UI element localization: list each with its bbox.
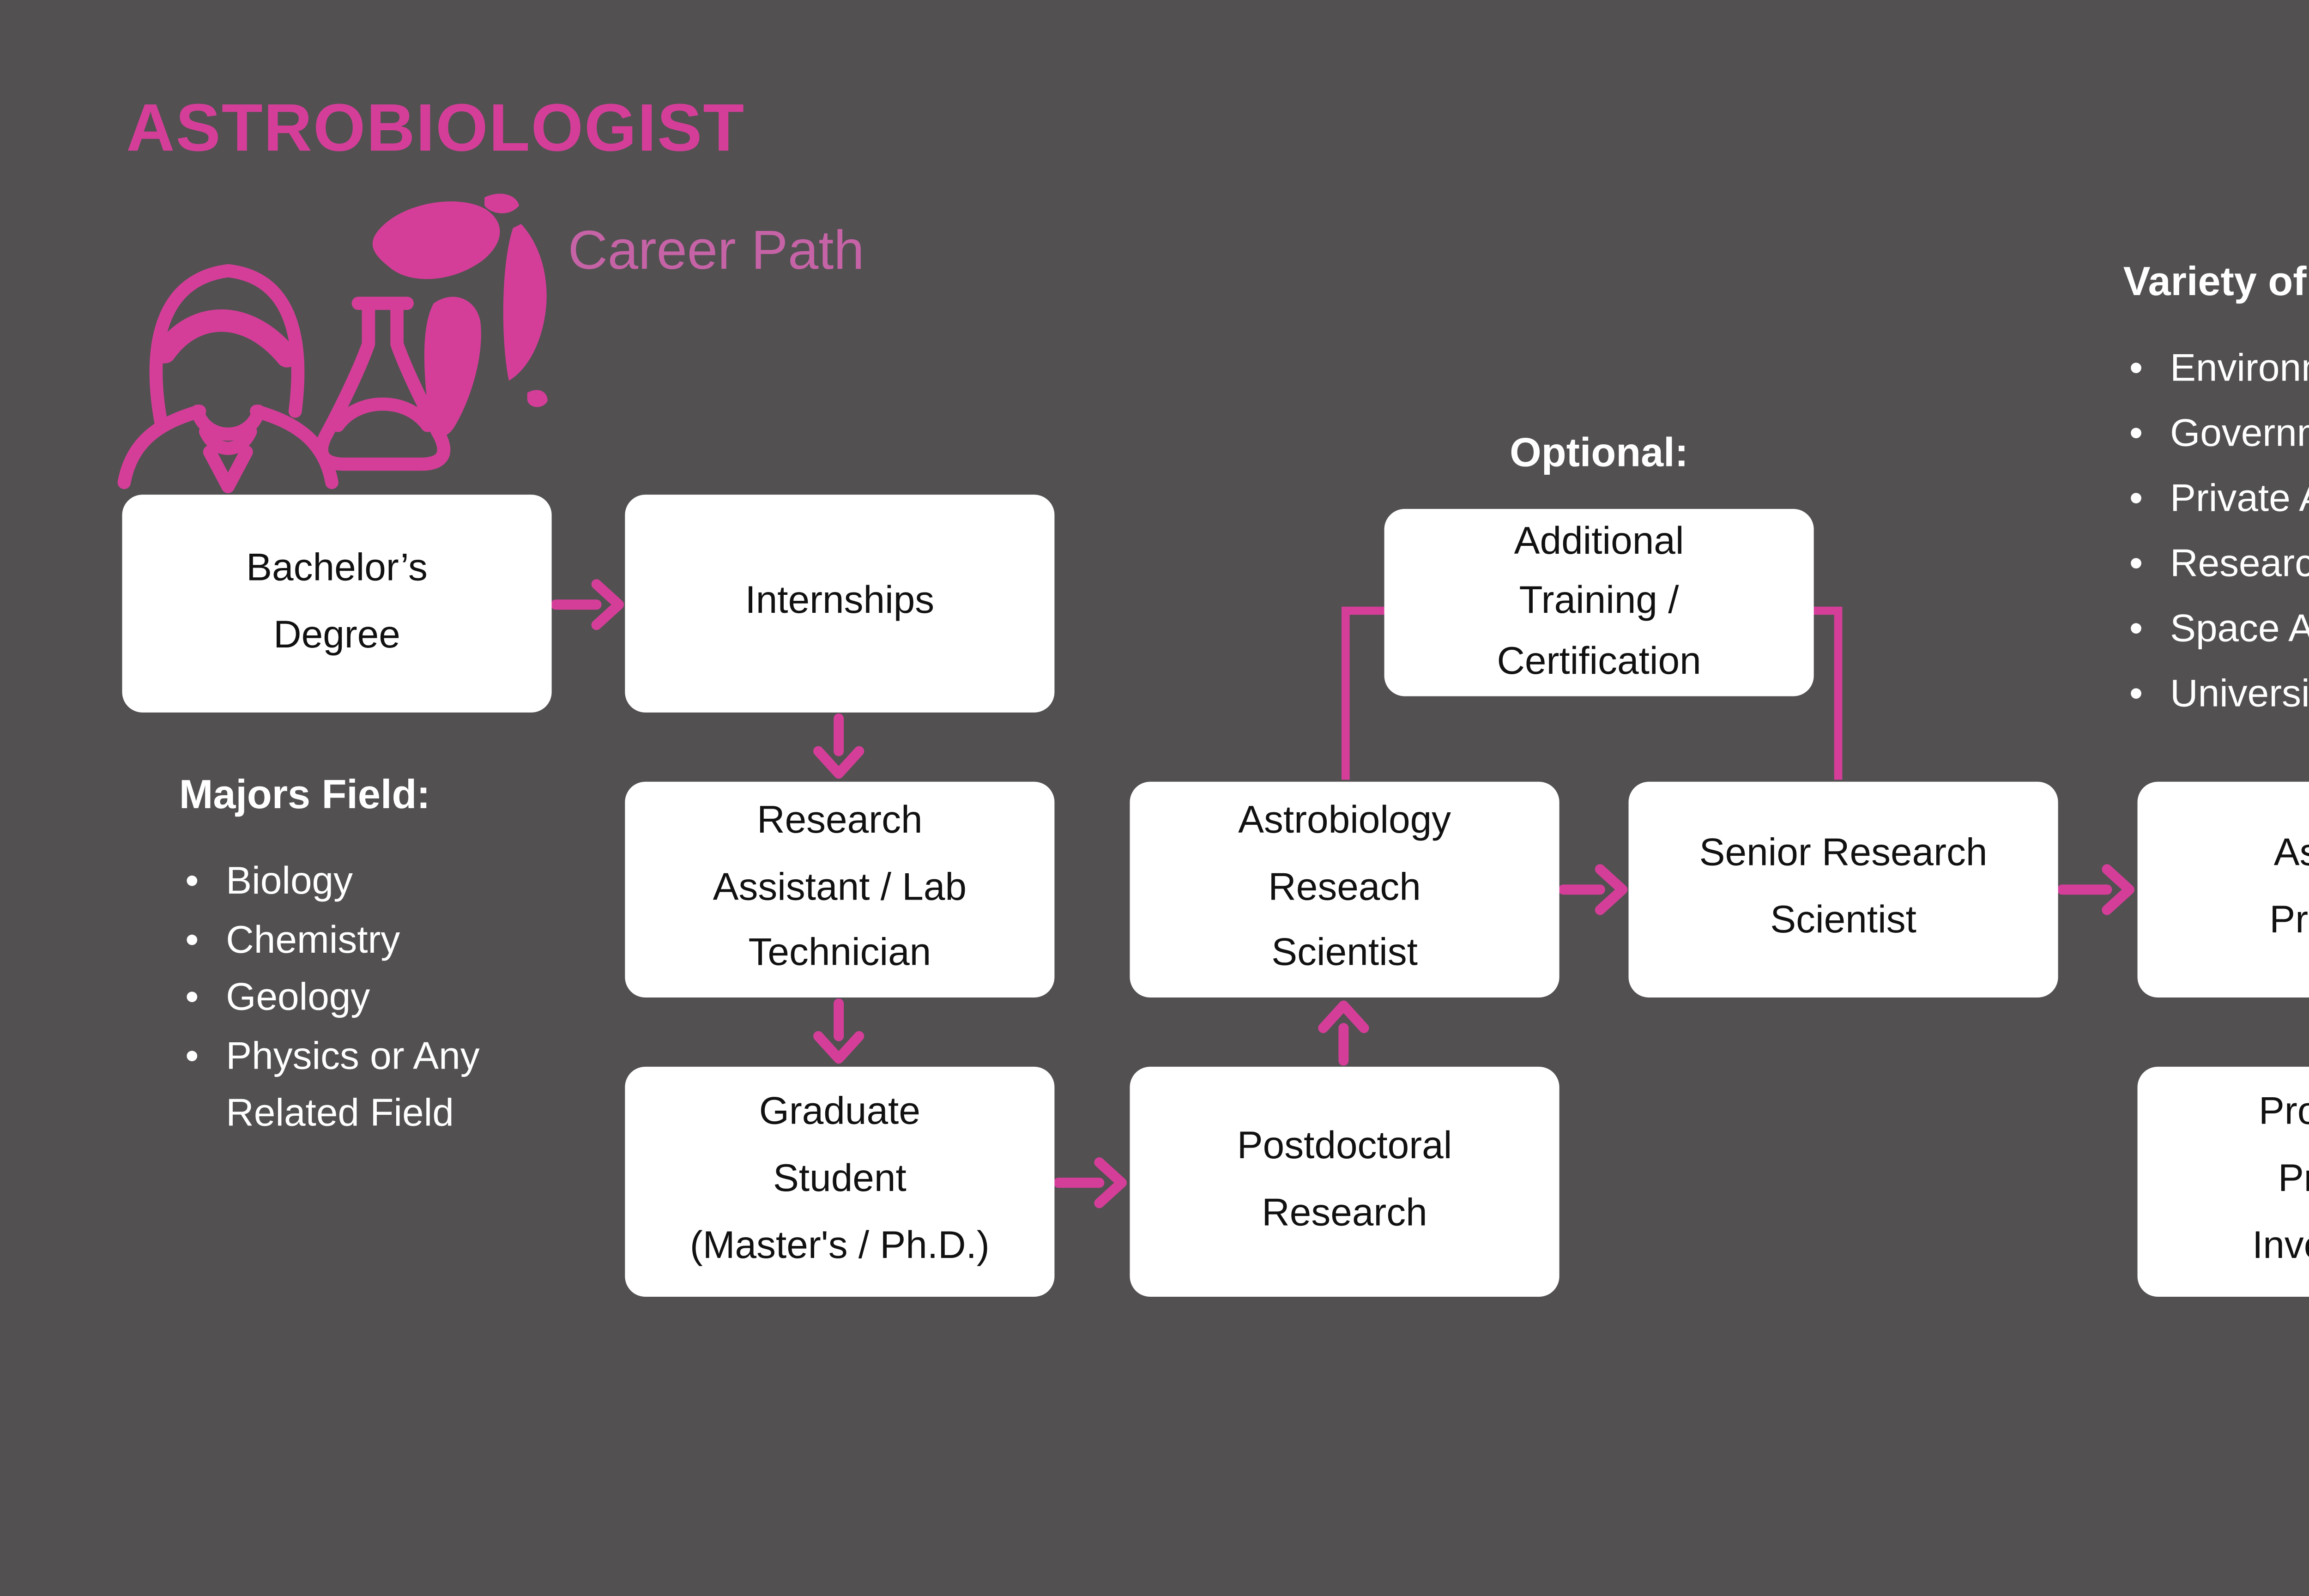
list-item: Government Agencies (e.g., NASA) [2123, 403, 2309, 468]
list-item: Physics or Any Related Field [179, 1029, 566, 1145]
list-item: Geology [179, 971, 566, 1029]
node-astrobiology-research-scientist: Astrobiology Reseach Scientist [1130, 781, 1559, 998]
list-item: Space Agencies [2123, 598, 2309, 664]
optional-label: Optional: [1510, 431, 1689, 477]
scientist-lapel-left [203, 445, 235, 493]
connector-additional-training-to-senior-scientist [1812, 606, 1843, 780]
node-postdoctoral-research: Postdoctoral Research [1130, 1066, 1559, 1297]
page-title: ASTROBIOLOGIST [126, 90, 745, 165]
scientist-collar-outer [191, 405, 266, 441]
arrow-astrobiology-to-senior-scientist [1558, 864, 1628, 915]
node-additional-training-certification: Additional Training / Certification [1384, 509, 1814, 696]
majors-list: Biology Chemistry Geology Physics or Any… [179, 855, 566, 1145]
arrow-bachelors-to-internships [550, 579, 624, 630]
work-areas-heading: Variety of areas can work at: [2123, 260, 2309, 306]
arrow-graduate-student-to-postdoctoral [1053, 1157, 1127, 1209]
majors-panel: Majors Field: Biology Chemistry Geology … [179, 774, 586, 1145]
flask-liquid [331, 397, 435, 432]
majors-heading: Majors Field: [179, 774, 430, 819]
globe-south-america [424, 296, 481, 436]
scientist-lapel-right [221, 445, 253, 493]
scientist-shoulder-left [117, 405, 206, 490]
arrow-senior-scientist-to-assistant-professor [2057, 864, 2134, 915]
list-item: Universities and Colleges [2123, 664, 2309, 729]
list-item: Environmental Consulting Firms [2123, 338, 2309, 403]
node-senior-research-scientist: Senior Research Scientist [1628, 781, 2058, 998]
arrow-postdoctoral-to-astrobiology-scientist [1318, 1000, 1369, 1066]
globe-north-america [372, 201, 500, 279]
arrow-research-assistant-to-graduate-student [813, 998, 864, 1064]
node-internships: Internships [625, 495, 1055, 713]
list-item: Biology [179, 855, 566, 913]
work-areas-panel: Variety of areas can work at: Environmen… [2123, 260, 2309, 729]
list-item: Private Aerospace Companies [2123, 468, 2309, 533]
node-research-assistant-lab-technician: Research Assistant / Lab Technician [625, 781, 1055, 998]
scientist-hair [153, 309, 298, 368]
globe-icon [372, 193, 548, 436]
page-subtitle: Career Path [568, 220, 864, 281]
list-item: Research Institutions [2123, 533, 2309, 598]
flask-body [315, 302, 451, 471]
list-item: Chemistry [179, 913, 566, 971]
connector-additional-training-to-astrobiology [1341, 606, 1386, 780]
globe-africa-europe [503, 224, 547, 381]
scientist-icon [117, 264, 338, 493]
flask-icon [315, 296, 451, 471]
node-professor-principal-investigator: Professor / Principal Investigator [2137, 1066, 2309, 1297]
scientist-shoulder-right [250, 405, 338, 490]
node-graduate-student: Graduate Student (Master's / Ph.D.) [625, 1066, 1055, 1297]
arrow-internships-to-research-assistant [813, 713, 864, 779]
scientist-head-outline [149, 264, 305, 428]
scientist-collar-inner [199, 425, 257, 455]
globe-greenland [484, 193, 520, 213]
node-bachelors-degree: Bachelor’s Degree [122, 495, 552, 713]
work-areas-list: Environmental Consulting Firms Governmen… [2123, 338, 2309, 729]
node-assistant-professor: Assistant Professor [2137, 781, 2309, 998]
globe-australia [527, 390, 548, 407]
